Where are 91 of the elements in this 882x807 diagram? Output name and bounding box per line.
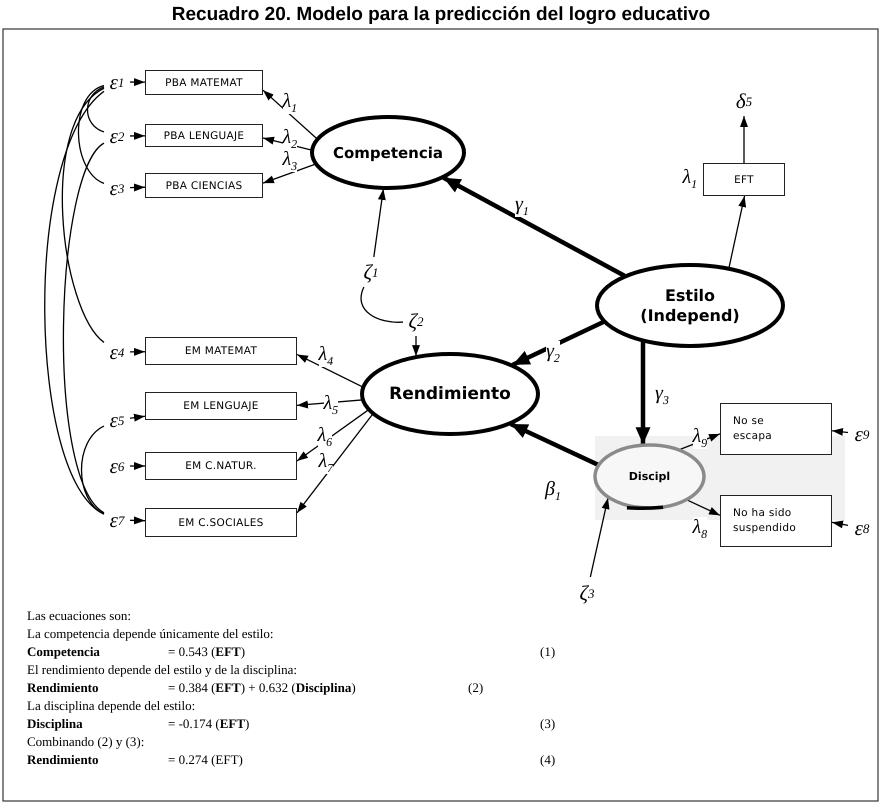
edge-label: λ$_{1}$ [282,90,298,114]
equation-expression: = -0.174 (EFT) [168,717,250,732]
edge-label: λ$_{6}$ [318,424,332,448]
equation-expression: = 0.384 (EFT) + 0.632 (Disciplina) [168,681,356,696]
path-arrow [832,428,848,436]
note-text: Combinando (2) y (3): [27,735,144,750]
correlation-curve [62,142,104,514]
correlation-curve [86,86,104,133]
path-arrow [680,433,720,450]
path-arrow [740,116,748,163]
diagram-title: Recuadro 20. Modelo para la predicción del logro educativo [170,4,712,26]
indicator-box [145,173,263,198]
path-arrow [130,462,145,470]
note-text: La competencia depende únicamente del estilo: [27,627,274,642]
box-label: EM C.NATUR. [185,460,257,472]
indicator-box [145,70,263,95]
equation-term: Disciplina [27,717,83,732]
latent-variable-ellipse [310,115,466,190]
equation-number: (4) [540,753,556,768]
box-label: PBA MATEMAT [165,76,243,88]
path-arrow [262,90,318,140]
indicator-box [145,452,297,480]
correlation-curve [360,286,404,323]
indicator-box [703,163,785,196]
note-text: La disciplina depende del estilo: [27,699,196,714]
path-arrow [296,410,368,462]
latent-variable-ellipse [360,352,540,436]
equation-number: (3) [540,717,556,732]
path-arrow [296,414,374,514]
ellipse-label: Rendimiento [389,384,511,404]
edge-label: λ$_{2}$ [282,126,298,150]
edge-label: λ$_{9}$ [692,426,708,448]
equation-term: Competencia [27,645,100,660]
path-arrow [412,336,420,356]
path-arrow [296,399,362,408]
equation-term: Rendimiento [27,753,98,768]
path-arrow [262,136,312,151]
equation-term: Rendimiento [27,681,98,696]
indicator-box [145,508,297,537]
indicator-box [145,124,263,147]
correlation-curve [62,88,104,343]
edge-label: λ$_{1}$ [682,166,698,190]
path-arrow [512,320,605,367]
edge-label: λ$_{5}$ [324,392,338,416]
path-arrow [728,196,746,268]
equation-number: (2) [468,681,484,696]
path-arrow [130,516,146,524]
box-label: PBA CIENCIAS [166,180,242,192]
ellipse-label: Discipl [628,470,670,484]
ellipse-label: Estilo (Independ) [639,286,741,325]
path-arrow [130,414,146,422]
box-label: EM MATEMAT [184,345,258,357]
equation-expression: = 0.543 (EFT) [168,645,246,660]
indicator-box [720,495,832,547]
path-arrow [832,520,848,528]
correlation-curve [78,84,104,184]
edge-label: λ$_{4}$ [318,344,334,366]
path-arrow [296,354,363,388]
edge-label: λ$_{3}$ [282,148,298,172]
ellipse-label: Competencia [332,144,444,162]
path-arrow [130,348,145,356]
path-arrow [510,422,599,467]
path-arrow [130,132,145,140]
box-label: EM C.SOCIALES [178,516,264,528]
box-label: EM LENGUAJE [183,400,259,412]
path-arrow [590,498,610,578]
equation-number: (1) [540,645,556,660]
box-label: PBA LENGUAJE [164,130,244,142]
edge-label: λ$_{8}$ [692,516,708,540]
note-text: Las ecuaciones son: [27,609,131,624]
path-arrow [373,188,386,258]
path-arrow [636,341,650,444]
edge-label: λ$_{7}$ [318,450,334,474]
path-arrow [130,78,145,86]
correlation-curve [44,90,104,515]
path-arrow [687,500,720,516]
latent-variable-ellipse [595,263,785,348]
correlation-curve [80,426,104,514]
path-arrow [130,184,146,192]
path-arrow [262,164,316,184]
box-label: No se escapa [733,414,774,444]
indicator-box [145,337,297,365]
note-text: El rendimiento depende del estilo y de la disciplina: [27,663,298,678]
edge-label: γ$_{2}$ [546,340,560,364]
equation-expression: = 0.274 (EFT) [168,753,243,768]
indicator-box [145,392,297,420]
box-label: No ha sido suspendido [733,506,798,536]
indicator-box [720,403,832,455]
path-arrow [442,176,626,278]
box-label: EFT [734,174,754,186]
edge-label: β$_{1}$ [545,478,561,502]
